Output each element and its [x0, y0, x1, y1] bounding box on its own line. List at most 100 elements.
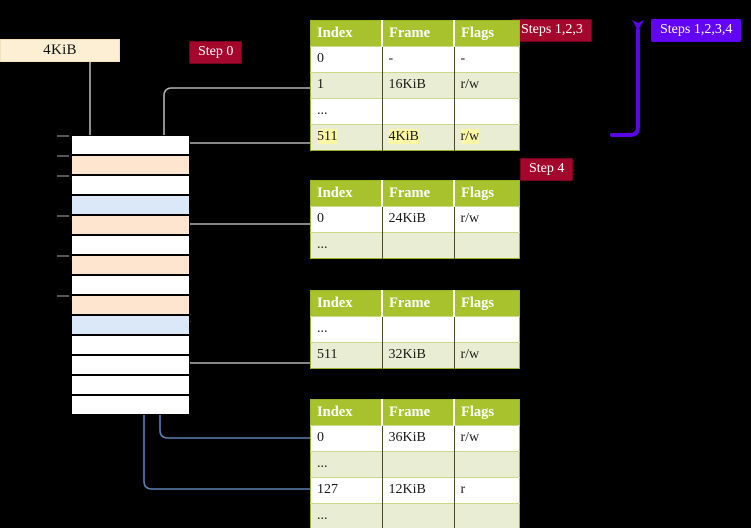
table-cell-flags: r/w [454, 425, 520, 452]
table-cell-frame: 12KiB [382, 477, 455, 504]
steps-1234-badge-wrap: Steps 1,2,3,4 [651, 19, 742, 42]
table-row[interactable]: ... [310, 451, 520, 478]
step-0-badge-wrap: Step 0 [189, 41, 243, 64]
table-cell-frame: 32KiB [382, 342, 455, 369]
memory-column [57, 135, 190, 415]
table-row[interactable]: ... [310, 98, 520, 125]
steps-123-badge-wrap: Steps 1,2,3 [512, 19, 592, 42]
column-header-flags: Flags [454, 20, 520, 47]
column-header-frame: Frame [382, 399, 455, 426]
table-cell-index: 0 [310, 425, 383, 452]
table-cell-flags: r/w [454, 342, 520, 369]
table-cell-frame: 16KiB [382, 72, 455, 99]
step-4-badge-wrap: Step 4 [520, 158, 574, 181]
memory-frame-row[interactable] [71, 155, 190, 175]
memory-frame-row[interactable] [71, 395, 190, 415]
table-cell-frame [382, 503, 455, 528]
table-cell-index: ... [310, 98, 383, 125]
table-cell-index: 1 [310, 72, 383, 99]
memory-frame-row[interactable] [71, 295, 190, 315]
table-cell-flags: r/w [454, 206, 520, 233]
table-cell-index: 127 [310, 477, 383, 504]
highlighted-value: 4KiB [388, 129, 419, 144]
column-header-index: Index [310, 20, 383, 47]
table-cell-frame [382, 232, 455, 259]
table-row[interactable]: ... [310, 316, 520, 343]
table-row[interactable]: ... [310, 503, 520, 528]
column-header-flags: Flags [454, 399, 520, 426]
table-cell-flags [454, 503, 520, 528]
table-cell-index: ... [310, 503, 383, 528]
step-4-badge: Step 4 [520, 158, 574, 181]
table-cell-frame: 24KiB [382, 206, 455, 233]
step-0-badge: Step 0 [189, 41, 243, 64]
table-cell-frame [382, 98, 455, 125]
table-row[interactable]: 0-- [310, 46, 520, 73]
table-cell-flags [454, 232, 520, 259]
table-cell-index: 0 [310, 206, 383, 233]
frame-tick-mark [57, 175, 69, 177]
memory-frame-row[interactable] [71, 355, 190, 375]
table-cell-flags: r/w [454, 72, 520, 99]
memory-frame-row[interactable] [71, 335, 190, 355]
table-cell-flags: r [454, 477, 520, 504]
size-label-box: 4KiB [0, 39, 120, 62]
table-cell-index: ... [310, 232, 383, 259]
column-header-index: Index [310, 399, 383, 426]
table-cell-index: 0 [310, 46, 383, 73]
memory-frame-row[interactable] [71, 135, 190, 155]
table-row[interactable]: ... [310, 232, 520, 259]
column-header-frame: Frame [382, 20, 455, 47]
table-cell-flags: - [454, 46, 520, 73]
frame-tick-mark [57, 135, 69, 137]
table-cell-frame: 4KiB [382, 124, 455, 151]
frame-tick-mark [57, 295, 69, 297]
steps-123-badge: Steps 1,2,3 [512, 19, 592, 42]
table-cell-flags [454, 316, 520, 343]
size-label-text: 4KiB [43, 42, 77, 58]
highlighted-value: r/w [460, 129, 480, 144]
frame-tick-mark [57, 215, 69, 217]
highlighted-value: 511 [317, 129, 338, 144]
column-header-flags: Flags [454, 180, 520, 207]
table-cell-flags [454, 98, 520, 125]
memory-frame-row[interactable] [71, 315, 190, 335]
table-cell-flags: r/w [454, 124, 520, 151]
table-cell-frame: 36KiB [382, 425, 455, 452]
memory-frame-row[interactable] [71, 175, 190, 195]
table-cell-index: ... [310, 451, 383, 478]
table-cell-flags [454, 451, 520, 478]
memory-frame-row[interactable] [71, 275, 190, 295]
table-cell-frame [382, 451, 455, 478]
table-cell-index: ... [310, 316, 383, 343]
memory-frame-row[interactable] [71, 235, 190, 255]
frame-tick-mark [57, 155, 69, 157]
column-header-index: Index [310, 180, 383, 207]
table-cell-index: 511 [310, 124, 383, 151]
memory-frame-row[interactable] [71, 375, 190, 395]
memory-frame-row[interactable] [71, 215, 190, 235]
table-row[interactable]: 511 4KiB r/w [310, 124, 520, 151]
memory-frame-row[interactable] [71, 255, 190, 275]
memory-frame-row[interactable] [71, 195, 190, 215]
column-header-frame: Frame [382, 180, 455, 207]
table-cell-index: 511 [310, 342, 383, 369]
steps-1234-badge: Steps 1,2,3,4 [651, 19, 742, 42]
column-header-frame: Frame [382, 290, 455, 317]
frame-tick-mark [57, 255, 69, 257]
column-header-flags: Flags [454, 290, 520, 317]
